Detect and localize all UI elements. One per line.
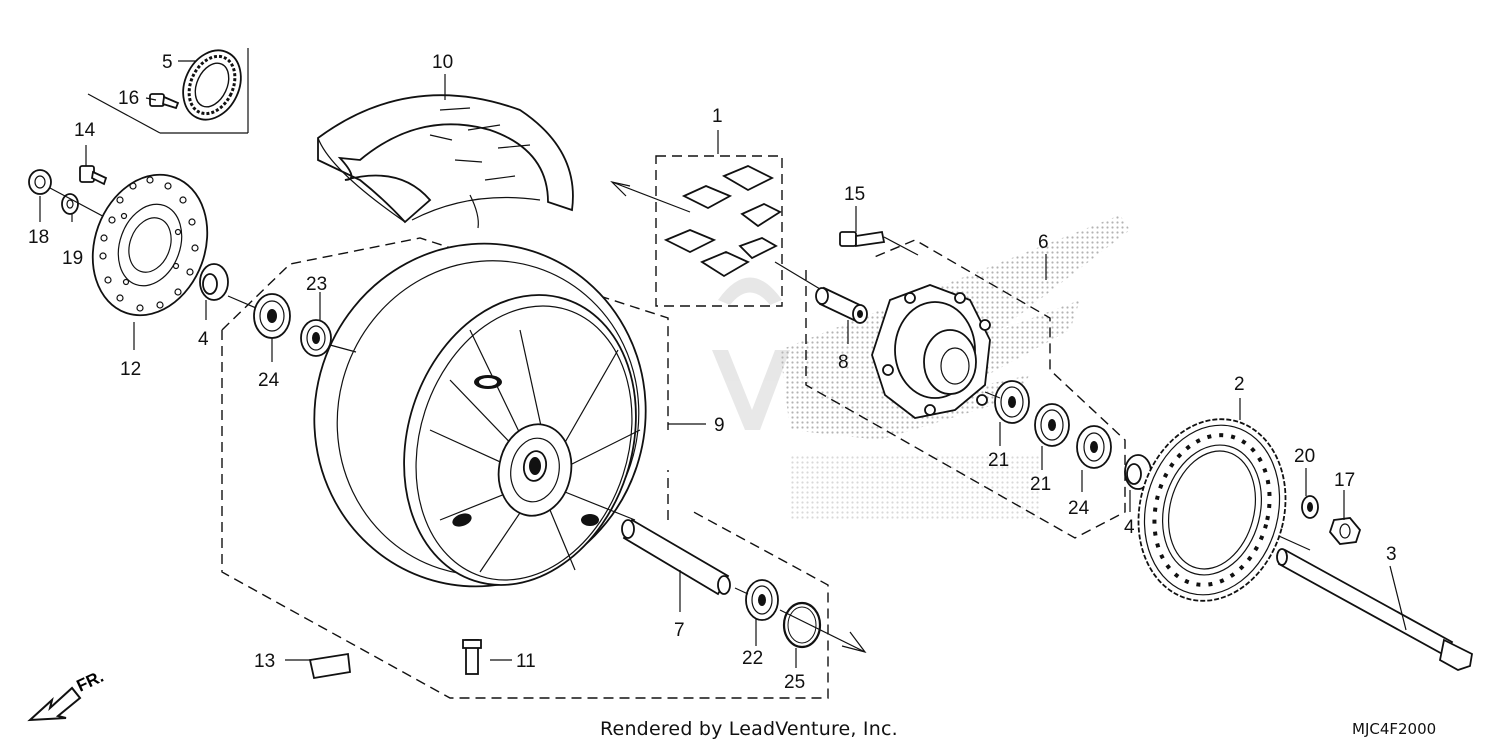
bearing-24-left [253, 293, 291, 339]
callout-12: 12 [120, 359, 141, 380]
callout-19: 19 [62, 248, 83, 269]
callout-4-left: 4 [198, 329, 209, 350]
direction-label: FR. [74, 667, 107, 696]
wheel-rim-9 [313, 242, 647, 588]
bearing-21-b [1034, 403, 1070, 447]
nut-18 [28, 169, 52, 195]
leader-lines [39, 60, 1407, 668]
sprocket-group [1124, 418, 1473, 671]
driven-flange-group [805, 230, 1126, 539]
callout-2: 2 [1234, 374, 1245, 395]
callout-13: 13 [254, 651, 275, 672]
callout-5: 5 [162, 52, 173, 73]
tire-10 [317, 94, 574, 229]
callout-4-right: 4 [1124, 517, 1135, 538]
front-direction-arrow-icon: FR. [27, 667, 107, 722]
bearing-21-a [994, 380, 1030, 424]
callouts: 5 16 14 18 19 12 4 24 23 10 1 15 6 8 2 9… [28, 52, 1397, 693]
callout-15: 15 [844, 184, 865, 205]
disc-group [28, 48, 249, 317]
callout-24-left: 24 [258, 370, 280, 391]
stud-bolt-15 [839, 230, 886, 248]
callout-21-a: 21 [988, 450, 1009, 471]
callout-3: 3 [1386, 544, 1397, 565]
callout-25: 25 [784, 672, 805, 693]
callout-14: 14 [74, 120, 96, 141]
seal-23 [300, 319, 332, 357]
screw-16 [149, 93, 180, 110]
pulser-ring-5 [182, 49, 242, 121]
seal-24-right [1076, 425, 1112, 469]
callout-16: 16 [118, 88, 139, 109]
callout-18: 18 [28, 227, 49, 248]
damper-rubber-group [610, 155, 826, 307]
callout-17: 17 [1334, 470, 1355, 491]
driven-sprocket-2 [1137, 418, 1287, 602]
callout-21-b: 21 [1030, 474, 1051, 495]
render-credit: Rendered by LeadVenture, Inc. [600, 718, 898, 740]
axle-3 [1276, 548, 1473, 671]
collar-8 [815, 286, 868, 324]
washer-20 [1301, 495, 1319, 519]
washer-19 [61, 193, 79, 215]
bearing-22 [745, 579, 779, 621]
brake-disc-12 [91, 173, 209, 317]
collar-4-right [1124, 454, 1152, 490]
wheel-group [221, 94, 867, 699]
nut-17 [1328, 517, 1362, 545]
callout-23: 23 [306, 274, 327, 295]
callout-8: 8 [838, 352, 849, 373]
watermark-leadventure-logo [712, 277, 790, 430]
callout-24-right: 24 [1068, 498, 1090, 519]
callout-10: 10 [432, 52, 453, 73]
callout-1: 1 [712, 106, 723, 127]
callout-22: 22 [742, 648, 763, 669]
bolt-14 [79, 165, 108, 186]
callout-11: 11 [516, 651, 536, 672]
collar-7 [621, 518, 731, 596]
callout-6: 6 [1038, 232, 1049, 253]
valve-11 [462, 639, 482, 675]
callout-9: 9 [714, 415, 725, 436]
callout-7: 7 [674, 620, 685, 641]
callout-20: 20 [1294, 446, 1315, 467]
balance-weight-13 [308, 652, 351, 680]
driven-flange-6 [871, 284, 991, 419]
o-ring-25 [782, 601, 822, 649]
diagram-code: MJC4F2000 [1352, 720, 1437, 738]
collar-4-left [199, 263, 229, 301]
